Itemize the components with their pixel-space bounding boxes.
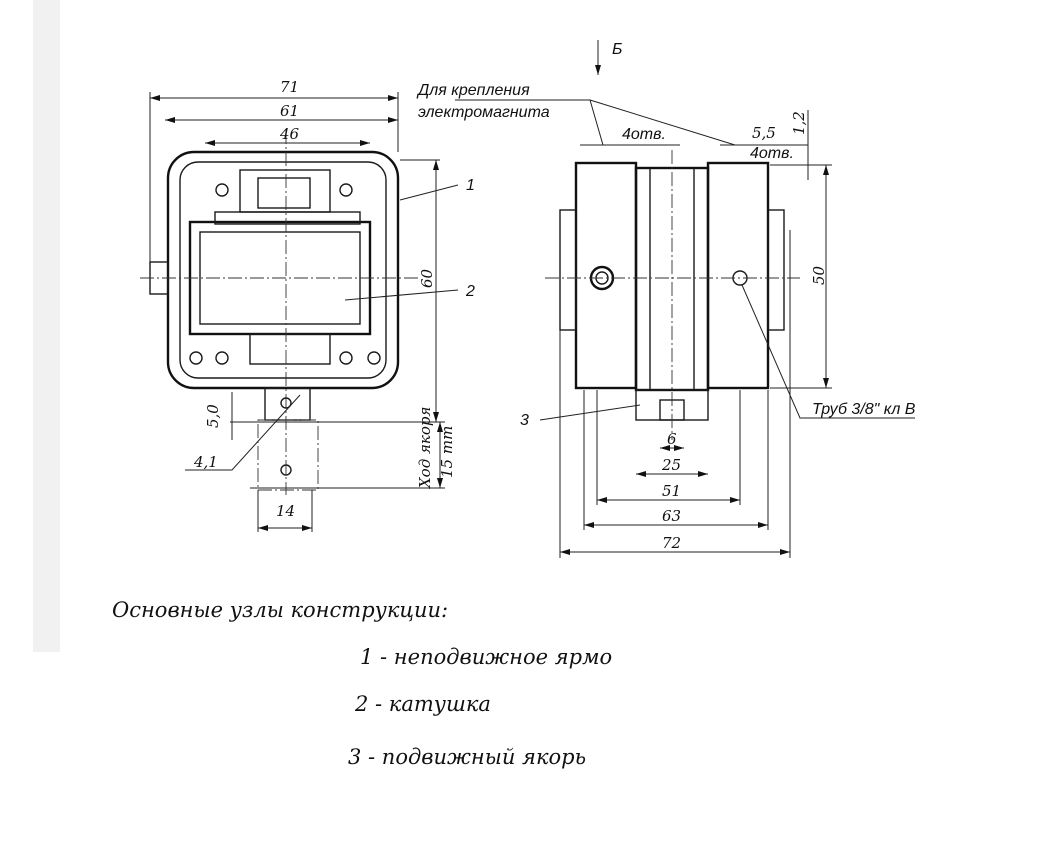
dim-50: 50 — [810, 265, 828, 285]
mount-note-line1: Для крепления — [416, 82, 530, 99]
left-margin-strip — [33, 0, 60, 652]
view-mark-b: Б — [612, 41, 622, 58]
left-yoke — [574, 161, 638, 390]
armature-stroke-label: Ход якоря — [416, 407, 434, 489]
holes-right-label: 4отв. — [750, 145, 794, 162]
legend-item-2: 2 - катушка — [354, 692, 491, 716]
dim-5-0: 5,0 — [204, 404, 222, 428]
mount-holes — [189, 183, 381, 476]
front-view: 71 61 46 60 1 2 5,0 4,1 Ход якоря 15 mm … — [140, 78, 475, 532]
side-view: Б Для крепления электромагнита 4отв. 5,5… — [416, 40, 916, 558]
armature-tab — [264, 387, 311, 421]
callout-2: 2 — [465, 283, 475, 300]
pipe-note: Труб 3/8" кл В — [812, 401, 916, 418]
dim-72: 72 — [662, 534, 681, 552]
dim-6: 6 — [667, 430, 677, 448]
callout-1: 1 — [466, 177, 475, 194]
dim-4-1: 4,1 — [193, 453, 218, 471]
dim-5-5: 5,5 — [752, 124, 776, 142]
mount-note-line2: электромагнита — [418, 104, 550, 121]
right-yoke — [706, 161, 770, 390]
dim-60: 60 — [418, 268, 436, 288]
dim-14: 14 — [276, 502, 295, 520]
legend-item-1: 1 - неподвижное ярмо — [360, 645, 612, 669]
holes-left-label: 4отв. — [622, 126, 666, 143]
legend-item-3: 3 - подвижный якорь — [348, 745, 586, 769]
dim-46: 46 — [279, 125, 300, 143]
callout-3: 3 — [520, 412, 529, 429]
legend-title: Основные узлы конструкции: — [112, 598, 448, 622]
yoke-outline — [166, 150, 400, 390]
armature-stroke-value: 15 mm — [438, 426, 456, 478]
dim-51: 51 — [662, 482, 681, 500]
dim-61: 61 — [280, 102, 299, 120]
dim-1-2: 1,2 — [790, 111, 808, 135]
dim-63: 63 — [662, 507, 681, 525]
dim-25: 25 — [661, 456, 681, 474]
legend: Основные узлы конструкции: 1 - неподвижн… — [112, 598, 612, 769]
dim-71: 71 — [280, 78, 299, 96]
